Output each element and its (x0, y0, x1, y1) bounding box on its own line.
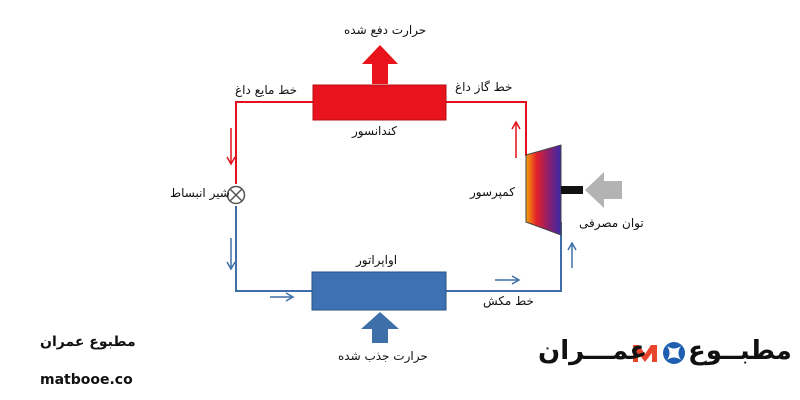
hot-gas-pipe (446, 101, 527, 156)
logo-icon (633, 342, 685, 364)
hot-liquid-pipe (235, 101, 313, 184)
flow-arrow-up-hot (511, 120, 521, 158)
logo-wordmark-right: مطبــوع (688, 336, 792, 366)
suction-line-label: خط مکش (483, 294, 534, 308)
condenser-box (312, 84, 447, 121)
expansion-valve-symbol (226, 185, 246, 205)
logo-wordmark-left: عمـــران (538, 336, 648, 366)
hot-gas-line-label: خط گاز داغ (455, 80, 513, 94)
heat-absorbed-label: حرارت جذب شده (338, 349, 428, 363)
compressor-label: کمپرسور (470, 185, 515, 199)
brand-url[interactable]: matbooe.co (40, 372, 133, 388)
flow-arrow-right-suction (495, 275, 521, 285)
flow-arrow-down-cold (226, 238, 236, 271)
brand-name-text: مطبوع عمران (40, 334, 136, 350)
hot-liquid-line-label: خط مایع داغ (235, 83, 298, 97)
power-input-arrow (585, 172, 622, 208)
flow-arrow-right-cold (270, 292, 295, 302)
flow-arrow-down-hot (226, 128, 236, 166)
heat-rejected-arrow (362, 45, 398, 84)
power-input-label: توان مصرفی (579, 216, 644, 230)
cold-liquid-pipe (235, 206, 312, 292)
compressor-shaft (561, 186, 583, 194)
condenser-label: کندانسور (352, 124, 398, 138)
heat-absorbed-arrow (361, 312, 399, 343)
evaporator-box (311, 271, 447, 311)
compressor-body (525, 144, 562, 236)
evaporator-label: اواپراتور (356, 253, 398, 267)
suction-pipe (446, 222, 562, 292)
expansion-valve-label: شیر انبساط (170, 186, 230, 200)
heat-rejected-label: حرارت دفع شده (344, 23, 427, 37)
flow-arrow-up-cold (567, 241, 577, 268)
